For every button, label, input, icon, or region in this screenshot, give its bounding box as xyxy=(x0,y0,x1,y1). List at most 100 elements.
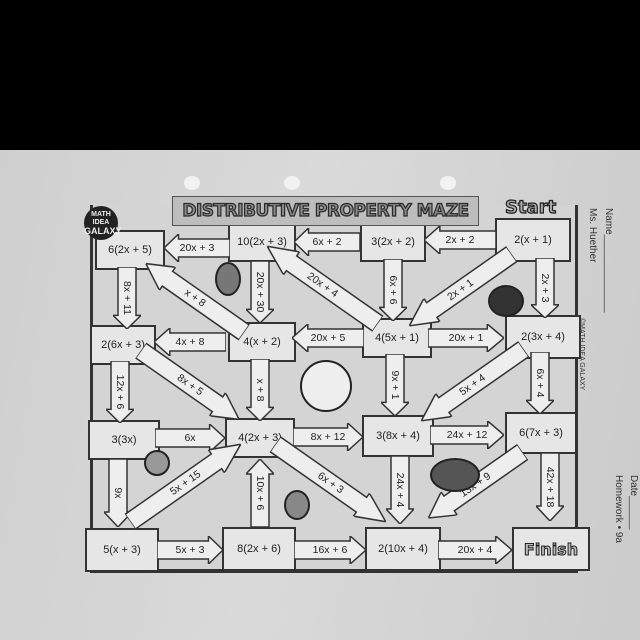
arrow-shape-icon xyxy=(106,361,134,423)
maze-arrow: 20x + 30 xyxy=(246,261,274,323)
arrow-shape-icon xyxy=(424,226,496,254)
maze-arrow: 20x + 4 xyxy=(259,235,386,335)
arrow-shape-icon xyxy=(155,424,225,452)
maze-arrow: 6x + 2 xyxy=(294,228,360,256)
arrow-shape-icon xyxy=(267,433,394,533)
maze-arrow: 6x + 3 xyxy=(267,433,394,533)
arrow-shape-icon xyxy=(154,328,226,356)
punch-hole xyxy=(184,176,200,190)
arrow-label: 4x + 8 xyxy=(175,336,205,348)
maze-arrow: 5x + 4 xyxy=(413,338,531,433)
logo-line1: MATH IDEA xyxy=(91,211,111,226)
arrow-shape-icon xyxy=(293,423,363,451)
arrow-shape-icon xyxy=(246,261,274,323)
maze-arrow: 2x + 2 xyxy=(424,226,496,254)
arrow-label: 20x + 3 xyxy=(179,242,215,254)
arrow-shape-icon xyxy=(157,536,223,564)
goat-icon xyxy=(488,285,524,317)
maze-arrow: 42x + 18 xyxy=(536,453,564,521)
maze-box: 5(x + 3) xyxy=(85,528,159,572)
maze-arrow: 5x + 15 xyxy=(122,433,249,533)
maze-box: 3(8x + 4) xyxy=(362,415,434,457)
arrow-shape-icon xyxy=(246,359,274,421)
teacher-name: Ms. Huether xyxy=(587,208,598,263)
punch-hole xyxy=(284,176,300,190)
maze-arrow: 5x + 3 xyxy=(157,536,223,564)
bird-icon xyxy=(215,262,241,296)
turtle-icon xyxy=(430,458,480,492)
arrow-label: 8x + 12 xyxy=(310,431,346,443)
arrow-label: 6x + 4 xyxy=(534,368,546,398)
maze-box: 6(2x + 5) xyxy=(95,230,165,270)
arrow-label: 8x + 11 xyxy=(121,281,133,315)
arrow-label: 42x + 18 xyxy=(544,466,556,508)
arrow-shape-icon xyxy=(259,235,386,335)
arrow-shape-icon xyxy=(386,456,414,524)
maze-arrow: 24x + 12 xyxy=(430,421,504,449)
maze-arrow: 8x + 11 xyxy=(113,267,141,329)
maze-arrow: 10x + 6 xyxy=(246,459,274,527)
date-label: Date______ xyxy=(628,475,639,530)
maze-arrow: 24x + 4 xyxy=(386,456,414,524)
arrow-label: 6x xyxy=(184,432,196,444)
arrow-label: 24x + 4 xyxy=(394,472,406,508)
owl-icon xyxy=(284,490,310,520)
maze-arrow: 4x + 8 xyxy=(154,328,226,356)
arrow-shape-icon xyxy=(122,433,249,533)
arrow-label: 2x + 2 xyxy=(445,234,475,246)
arrow-shape-icon xyxy=(164,234,230,262)
arrow-shape-icon xyxy=(413,338,531,433)
maze-box: 2(x + 1) xyxy=(495,218,571,262)
maze-box: 2(10x + 4) xyxy=(365,527,441,571)
arrow-shape-icon xyxy=(246,459,274,527)
finish-box: Finish xyxy=(512,527,590,571)
maze-box: 8(2x + 6) xyxy=(222,527,296,571)
maze-arrow: 6x + 6 xyxy=(379,259,407,321)
arrow-label: 9x + 1 xyxy=(389,370,401,400)
maze-box: 3(3x) xyxy=(88,420,160,460)
maze-arrow: 8x + 5 xyxy=(133,339,247,431)
jellyfish-icon xyxy=(144,450,170,476)
arrow-shape-icon xyxy=(531,258,559,318)
arrow-label: 6x + 6 xyxy=(387,275,399,305)
maze-arrow: x + 8 xyxy=(246,359,274,421)
arrow-label: 6x + 2 xyxy=(312,236,342,248)
name-label: Name______________ xyxy=(603,208,614,313)
maze-arrow: x + 8 xyxy=(138,252,252,344)
arrow-label: 2x + 3 xyxy=(539,273,551,303)
arrow-shape-icon xyxy=(536,453,564,521)
arrow-shape-icon xyxy=(292,324,364,352)
zebra-icon xyxy=(300,360,352,412)
maze-arrow: 20x + 5 xyxy=(292,324,364,352)
arrow-shape-icon xyxy=(379,259,407,321)
worksheet-title: DISTRIBUTIVE PROPERTY MAZE xyxy=(172,196,479,226)
arrow-label: 10x + 6 xyxy=(254,475,266,511)
arrow-label: 12x + 6 xyxy=(114,374,126,410)
maze-arrow: 6x + 4 xyxy=(526,352,554,414)
maze-arrow: 6x xyxy=(155,424,225,452)
arrow-label: 16x + 6 xyxy=(312,544,348,556)
maze-arrow: 16x + 6 xyxy=(294,536,366,564)
arrow-shape-icon xyxy=(430,421,504,449)
arrow-label: 20x + 4 xyxy=(457,544,493,556)
punch-hole xyxy=(440,176,456,190)
arrow-label: 20x + 5 xyxy=(310,332,346,344)
arrow-label: x + 8 xyxy=(254,378,266,402)
arrow-label: 20x + 1 xyxy=(448,332,484,344)
arrow-shape-icon xyxy=(428,324,504,352)
arrow-shape-icon xyxy=(133,339,247,431)
arrow-shape-icon xyxy=(294,228,360,256)
start-label: Start xyxy=(504,196,557,218)
arrow-shape-icon xyxy=(438,536,512,564)
math-idea-galaxy-logo: MATH IDEA GALAXY xyxy=(84,206,122,240)
logo-line2: GALAXY xyxy=(84,226,122,236)
arrow-shape-icon xyxy=(294,536,366,564)
arrow-label: 24x + 12 xyxy=(446,429,488,441)
arrow-shape-icon xyxy=(401,243,519,338)
maze-arrow: 20x + 4 xyxy=(438,536,512,564)
maze-arrow: 9x + 1 xyxy=(381,354,409,416)
maze-arrow: 20x + 3 xyxy=(164,234,230,262)
arrow-shape-icon xyxy=(526,352,554,414)
maze-arrow: 12x + 6 xyxy=(106,361,134,423)
arrow-shape-icon xyxy=(113,267,141,329)
